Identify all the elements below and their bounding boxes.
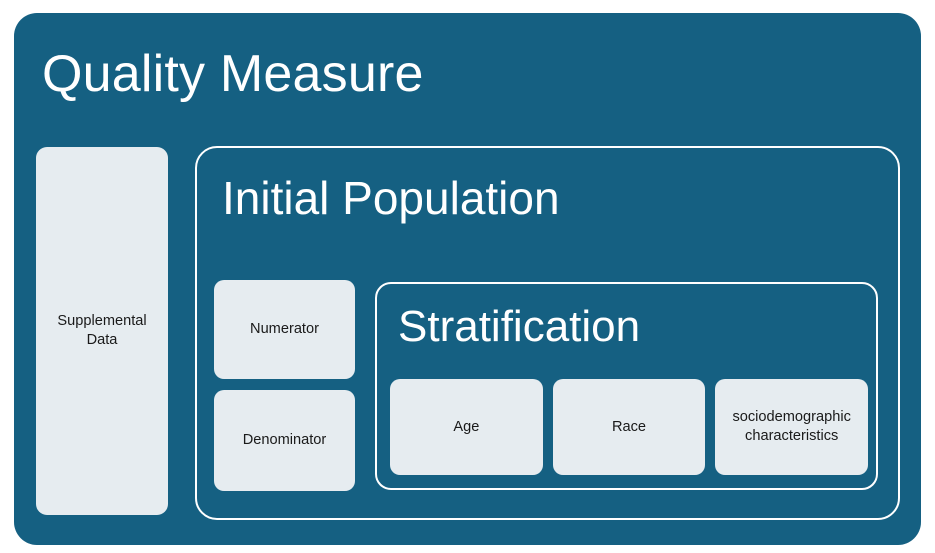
quality-measure-container: Quality Measure Supplemental Data Initia…: [14, 13, 921, 545]
stratification-items-row: Age Race sociodemographic characteristic…: [390, 379, 869, 475]
stratification-item-sociodemographic-characteristics-label: sociodemographic characteristics: [732, 409, 851, 444]
numerator-label: Numerator: [250, 321, 319, 337]
denominator-box: Denominator: [214, 390, 355, 491]
supplemental-data-label: Supplemental Data: [57, 313, 147, 348]
denominator-label: Denominator: [242, 432, 327, 448]
stratification-item-race: Race: [552, 379, 706, 475]
stratification-item-age: Age: [390, 379, 543, 475]
stratification-title: Stratification: [398, 302, 641, 351]
stratification-item-sociodemographic-characteristics: sociodemographic characteristics: [715, 379, 869, 475]
quality-measure-title: Quality Measure: [42, 45, 424, 103]
initial-population-group: Initial Population Numerator Denominator…: [195, 146, 900, 520]
stratification-item-age-label: Age: [453, 418, 480, 435]
supplemental-data-box: Supplemental Data: [36, 147, 168, 515]
initial-population-title: Initial Population: [222, 172, 560, 224]
numerator-box: Numerator: [214, 280, 355, 379]
stratification-item-race-label: Race: [611, 418, 647, 435]
stratification-group: Stratification Age Race sociodemographic…: [375, 282, 878, 490]
